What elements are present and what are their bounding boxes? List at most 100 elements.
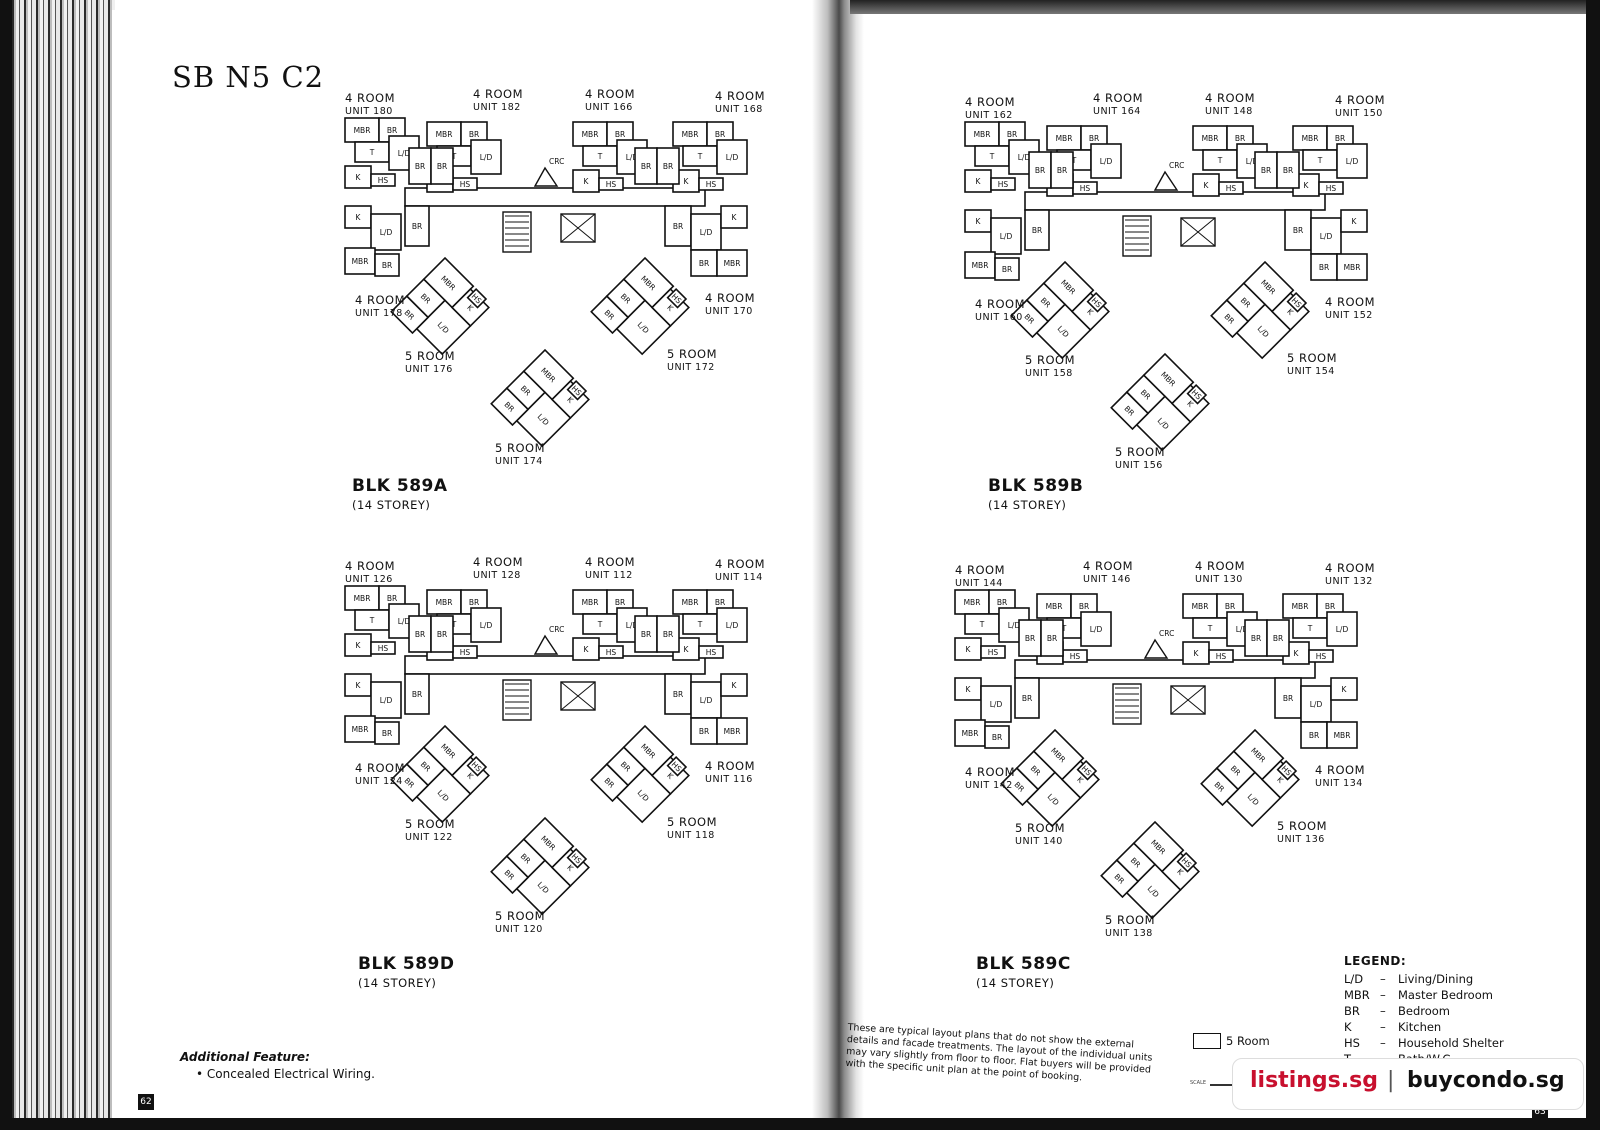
room-label: L/D (380, 228, 393, 237)
room-label: T (697, 152, 703, 161)
scan-border-top (850, 0, 1600, 14)
room-label: BR (469, 130, 479, 139)
room-label: L/D (1336, 625, 1349, 634)
room-label: BR (1261, 166, 1271, 175)
room-outline (1218, 181, 1244, 195)
room-label: BR (1089, 134, 1099, 143)
unit-number: UNIT 152 (1325, 310, 1373, 321)
room-label: MBR (352, 725, 369, 734)
room-outline (1318, 181, 1344, 195)
unit-number: UNIT 126 (345, 574, 393, 585)
legend-heading: LEGEND: (1344, 954, 1407, 968)
book-page-edges (0, 0, 115, 1130)
room-label: HS (1080, 184, 1091, 193)
room-outline (664, 673, 692, 715)
room-label: K (1075, 775, 1086, 786)
room-label: HS (460, 180, 471, 189)
room-label: MBR (1334, 731, 1351, 740)
room-label: L/D (1320, 232, 1333, 241)
room-label: L/D (626, 621, 639, 630)
room-outline (1300, 721, 1328, 749)
room-label: BR (1025, 634, 1035, 643)
room-label: BR (1293, 226, 1303, 235)
room-label: MBR (972, 261, 989, 270)
room-label: BR (382, 729, 392, 738)
unit-number: UNIT 172 (667, 362, 715, 373)
room-outline (720, 205, 748, 229)
floor-plan-blk-589d: MBRBRTL/DKHSMBRBRTL/DKHSMBRBRTL/DKHSMBRB… (344, 556, 765, 936)
unit-number: UNIT 134 (1315, 778, 1363, 789)
room-label: BR (469, 598, 479, 607)
room-outline (590, 295, 630, 335)
room-label: MBR (724, 259, 741, 268)
room-label: K (976, 217, 982, 226)
room-outline (656, 147, 680, 185)
room-label: MBR (974, 130, 991, 139)
room-label: HS (378, 644, 389, 653)
room-label: L/D (1018, 153, 1031, 162)
room-label: L/D (480, 153, 493, 162)
room-label: HS (706, 648, 717, 657)
unit-type: 4 ROOM (345, 559, 395, 573)
room-outline (716, 607, 748, 643)
room-label: K (1342, 685, 1348, 694)
room-label: BR (673, 690, 683, 699)
lift-cross (1170, 685, 1206, 715)
room-label: K (732, 213, 738, 222)
room-outline (980, 685, 1012, 723)
lift-cross (1180, 217, 1216, 247)
room-outline (1010, 299, 1050, 339)
unit-number: UNIT 156 (1115, 460, 1163, 471)
room-label: MBR (1202, 134, 1219, 143)
room-label: HS (1316, 652, 1327, 661)
legend-dash: – (1380, 1004, 1386, 1018)
room-label: BR (437, 162, 447, 171)
room-label: BR (1079, 602, 1089, 611)
legend-label: Living/Dining (1398, 972, 1474, 986)
unit-type: 4 ROOM (585, 87, 635, 101)
room-label: MBR (354, 594, 371, 603)
room-label: T (369, 616, 375, 625)
room-label: BR (992, 733, 1002, 742)
crc-label: CRC (549, 157, 564, 166)
room-outline (990, 177, 1016, 191)
unit-type: 4 ROOM (355, 761, 405, 775)
room-outline (672, 121, 708, 147)
room-outline (1300, 685, 1332, 723)
room-label: K (1175, 867, 1186, 878)
legend-item: L/D–Living/Dining (1344, 972, 1473, 988)
room-label: HS (606, 180, 617, 189)
stair-core (1112, 683, 1142, 725)
legend-abbr: MBR (1344, 988, 1370, 1002)
room-outline (1024, 209, 1050, 251)
room-label: K (584, 645, 590, 654)
room-outline (690, 249, 718, 277)
floor-plan-blk-589c: MBRBRTL/DKHSMBRBRTL/DKHSMBRBRTL/DKHSMBRB… (954, 560, 1375, 940)
room-outline (572, 589, 608, 615)
crc-label: CRC (1159, 629, 1174, 638)
unit-number: UNIT 128 (473, 570, 521, 581)
legend-label: Bedroom (1398, 1004, 1451, 1018)
watermark-buycondo: buycondo.sg (1407, 1068, 1565, 1093)
scan-border-right (1586, 0, 1600, 1130)
room-label: MBR (724, 727, 741, 736)
room-outline (1036, 593, 1072, 619)
room-label: HS (1326, 184, 1337, 193)
room-label: MBR (436, 130, 453, 139)
unit-type: 4 ROOM (965, 95, 1015, 109)
room-outline (656, 615, 680, 653)
legend-dash: – (1380, 988, 1386, 1002)
unit-number: UNIT 148 (1205, 106, 1253, 117)
room-outline (490, 387, 530, 427)
floor-plan-blk-589a: MBRBRTL/DKHSMBRBRTL/DKHSMBRBRTL/DKHSMBRB… (344, 87, 765, 468)
room-label: L/D (480, 621, 493, 630)
room-label: L/D (1346, 157, 1359, 166)
